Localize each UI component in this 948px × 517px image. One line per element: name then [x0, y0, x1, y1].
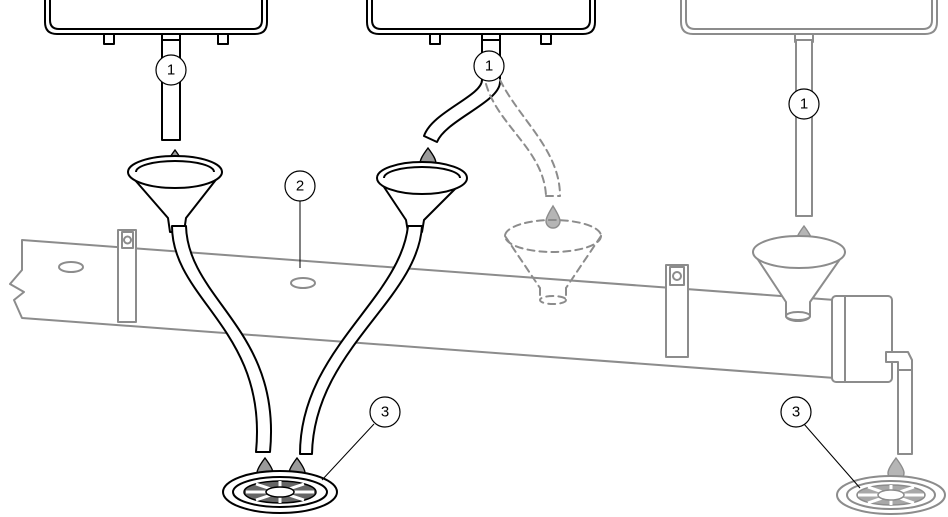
callout-2-text: 2 — [296, 178, 304, 195]
instrument-housing-left — [44, 0, 268, 45]
funnel-right — [752, 235, 846, 321]
pipe-end-cap — [831, 295, 893, 383]
pipe-hole-2 — [290, 277, 316, 289]
pipe-outlet-elbow — [885, 351, 913, 455]
callout-1-left: 1 — [155, 54, 187, 86]
callout-3-right: 3 — [780, 396, 812, 428]
floor-drain-left — [222, 470, 338, 514]
instrument-housing-middle — [366, 0, 596, 45]
callout-1-left-text: 1 — [167, 62, 175, 79]
drain-pipe — [9, 229, 913, 455]
drain-tube-middle — [423, 39, 501, 143]
pipe-clamp-right — [665, 264, 689, 358]
callout-1-middle: 1 — [473, 50, 505, 82]
drain-tube-middle-alt-position — [485, 79, 561, 197]
callout-1-right: 1 — [788, 88, 820, 120]
callout-3-right-text: 3 — [792, 404, 800, 421]
pipe-hole-1 — [58, 261, 84, 273]
callout-1-middle-text: 1 — [485, 58, 493, 75]
water-drop-ghost — [545, 204, 561, 229]
drain-hose-middle — [299, 225, 423, 455]
callout-3-right-leader — [803, 423, 861, 489]
pipe-clamp-left — [117, 229, 137, 323]
callout-3-left-text: 3 — [381, 404, 389, 421]
floor-drain-right — [836, 475, 946, 515]
callout-2: 2 — [284, 170, 316, 202]
instrument-housing-right — [680, 0, 938, 43]
funnel-left — [127, 155, 223, 233]
callout-3-left: 3 — [369, 396, 401, 428]
callout-3-left-leader — [321, 423, 375, 481]
funnel-alt-position — [504, 219, 602, 305]
drain-tube-right — [795, 39, 813, 217]
callout-1-right-text: 1 — [800, 96, 808, 113]
drain-hose-left — [171, 225, 273, 453]
funnel-middle — [376, 161, 468, 233]
